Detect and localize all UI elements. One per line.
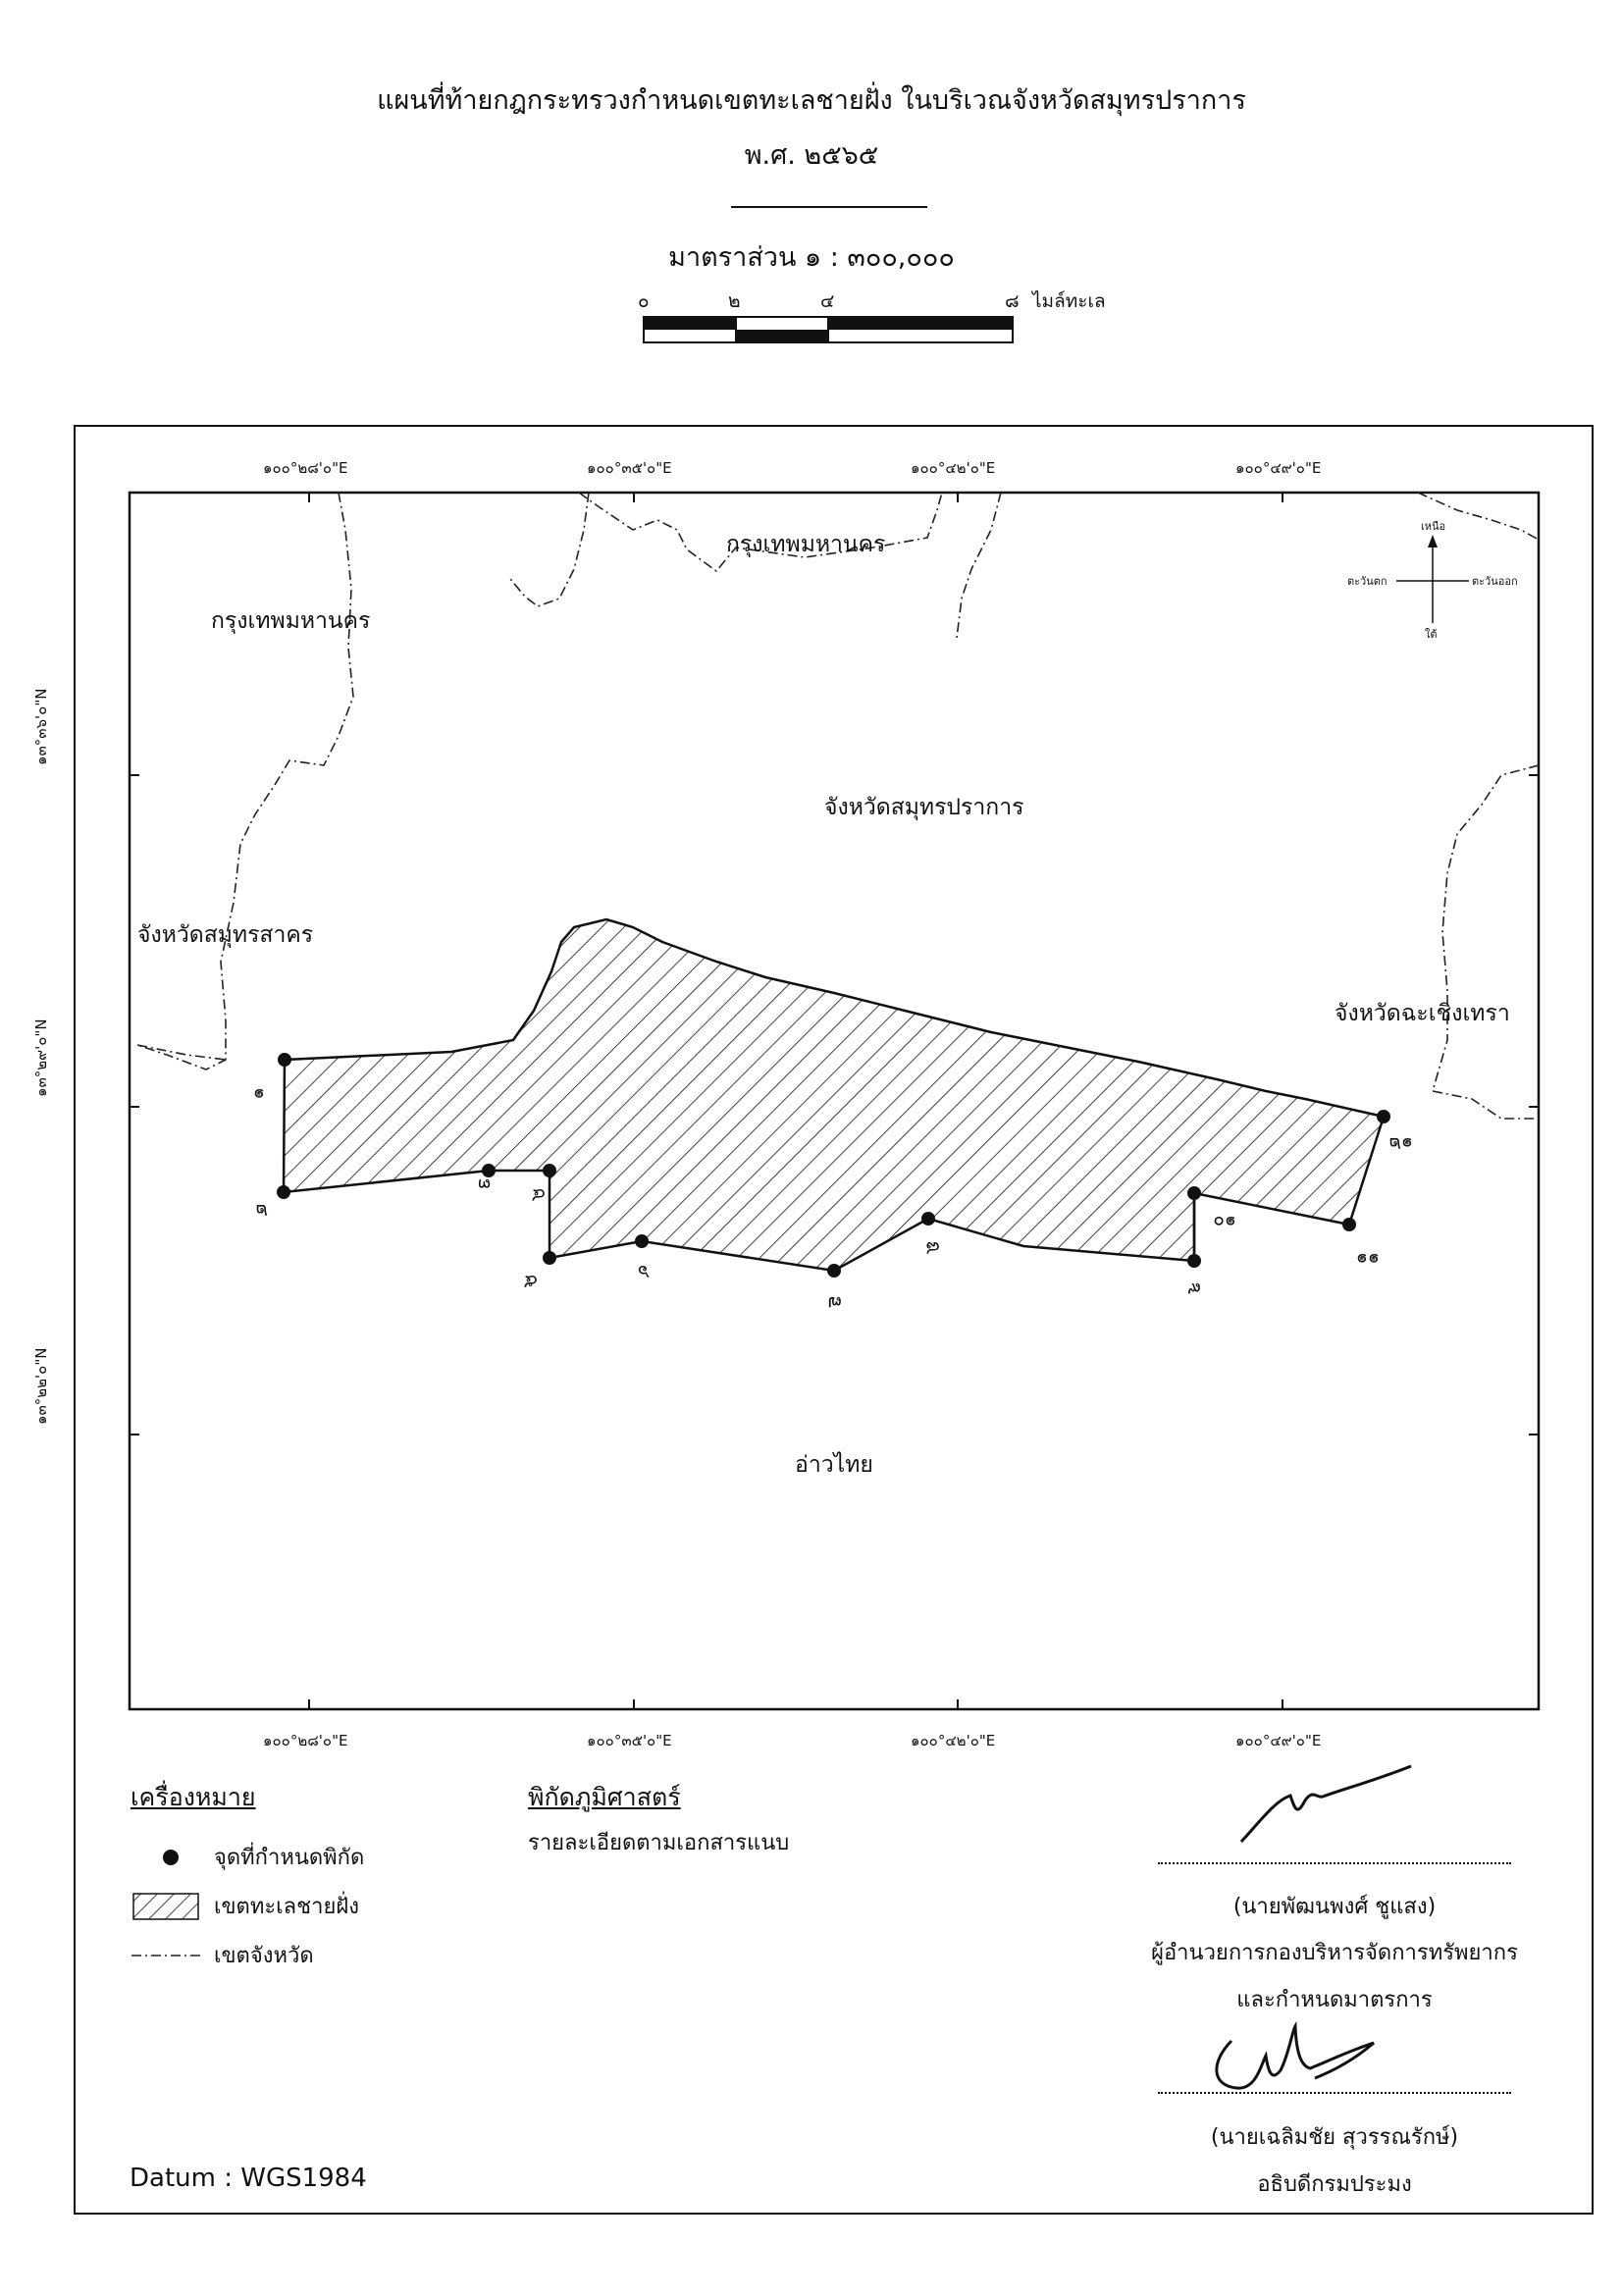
label-bangkok-north: กรุงเทพมหานคร [726, 532, 885, 557]
lon-label-top-2: ๑๐๐°๓๕'๐"E [587, 459, 672, 477]
point-9 [1187, 1254, 1201, 1268]
point-8 [921, 1212, 935, 1226]
point-6 [635, 1234, 649, 1248]
point-3 [482, 1164, 496, 1177]
lon-label-bottom-1: ๑๐๐°๒๘'๐"E [263, 1732, 348, 1749]
legend-item-boundary: เขตจังหวัด [128, 1938, 314, 1972]
lat-label-left-3: ๑๓°๒๒'๐"N [32, 1347, 50, 1425]
lon-label-top-1: ๑๐๐°๒๘'๐"E [263, 459, 348, 477]
point-label-10: ๑๐ [1213, 1212, 1236, 1233]
compass-south: ใต้ [1425, 628, 1438, 641]
signature-2-line [1158, 2092, 1511, 2094]
signature-1-line [1158, 1862, 1511, 1864]
lat-label-left-1: ๑๓°๓๖'๐"N [32, 688, 50, 765]
legend-label-boundary: เขตจังหวัด [214, 1944, 314, 1968]
compass-west: ตะวันตก [1347, 575, 1387, 588]
point-label-1: ๑ [253, 1084, 265, 1106]
legend-label-point: จุดที่กำหนดพิกัด [214, 1846, 365, 1870]
point-label-6: ๖ [638, 1261, 650, 1282]
point-label-2: ๒ [255, 1200, 268, 1222]
signature-1-name: (นายพัฒนพงศ์ ชูแสง) [1232, 1895, 1437, 1919]
scale-bar [643, 316, 1014, 343]
label-samut-sakhon: จังหวัดสมุทรสาคร [137, 922, 313, 948]
signature-2-name: (นายเฉลิมชัย สุวรรณรักษ์) [1210, 2125, 1459, 2150]
map-frame [128, 491, 1541, 1711]
geo-title: พิกัดภูมิศาสตร์ [528, 1783, 681, 1811]
point-label-5: ๕ [524, 1271, 538, 1292]
map-year: พ.ศ. ๒๕๖๕ [744, 140, 879, 171]
point-label-8: ๘ [925, 1237, 940, 1259]
point-labels: ๑ ๒ ๓ ๔ ๕ ๖ ๗ ๘ ๙ ๑๐ ๑๑ ๑๒ [253, 1084, 1413, 1314]
label-samut-prakan: จังหวัดสมุทรปราการ [824, 795, 1024, 820]
legend-hatch-icon [128, 1890, 204, 1923]
point-11 [1342, 1218, 1356, 1231]
legend-item-zone: เขตทะเลชายฝั่ง [128, 1889, 359, 1923]
lon-label-bottom-3: ๑๐๐°๔๒'๐"E [911, 1732, 996, 1749]
title-divider [731, 206, 927, 208]
scalebar-tick-8: ๘ [1005, 290, 1020, 312]
point-label-9: ๙ [1187, 1278, 1201, 1300]
grid-ticks [130, 493, 1539, 1709]
lon-label-bottom-4: ๑๐๐°๔๙'๐"E [1235, 1732, 1322, 1749]
signature-1-position-2: และกำหนดมาตรการ [1236, 1988, 1433, 2012]
datum-label: Datum : WGS1984 [130, 2164, 367, 2193]
scalebar-tick-0: ๐ [638, 290, 650, 312]
place-labels: กรุงเทพมหานคร กรุงเทพมหานคร จังหวัดสมุทร… [137, 532, 1510, 1478]
legend-dashdot-icon [128, 1939, 204, 1972]
label-chachoengsao: จังหวัดฉะเชิงเทรา [1335, 1001, 1510, 1026]
point-label-7: ๗ [828, 1292, 842, 1314]
signature-1-mark [1239, 1764, 1412, 1844]
province-boundaries [136, 492, 1540, 1120]
compass-east: ตะวันออก [1472, 575, 1518, 588]
scalebar-tick-4: ๔ [820, 290, 835, 312]
point-4 [543, 1164, 556, 1177]
point-2 [277, 1185, 290, 1199]
lat-label-left-2: ๑๓°๒๙'๐"N [32, 1018, 50, 1097]
coordinate-points [277, 1053, 1390, 1278]
legend-item-point: จุดที่กำหนดพิกัด [128, 1840, 364, 1874]
label-gulf: อ่าวไทย [795, 1451, 873, 1478]
signature-1-position: ผู้อำนวยการกองบริหารจัดการทรัพยากร [1151, 1941, 1518, 1965]
point-5 [543, 1251, 556, 1265]
point-label-12: ๑๒ [1388, 1133, 1413, 1155]
scalebar-tick-2: ๒ [728, 290, 741, 312]
lon-label-bottom-2: ๑๐๐°๓๕'๐"E [587, 1732, 672, 1749]
point-7 [827, 1264, 841, 1278]
scale-label: มาตราส่วน ๑ : ๓๐๐,๐๐๐ [668, 242, 955, 273]
point-12 [1377, 1110, 1390, 1123]
lon-label-top-4: ๑๐๐°๔๙'๐"E [1235, 459, 1322, 477]
map-canvas: ๑ ๒ ๓ ๔ ๕ ๖ ๗ ๘ ๙ ๑๐ ๑๑ ๑๒ กรุงเทพมหานคร… [128, 491, 1541, 1711]
compass-north: เหนือ [1421, 520, 1445, 533]
map-title: แผนที่ท้ายกฎกระทรวงกำหนดเขตทะเลชายฝั่ง ใ… [377, 85, 1246, 116]
point-label-4: ๔ [532, 1184, 546, 1206]
coastal-sea-zone [282, 917, 1386, 1273]
point-label-11: ๑๑ [1356, 1249, 1380, 1271]
legend-title: เครื่องหมาย [131, 1783, 256, 1811]
compass-icon: เหนือ ใต้ ตะวันออก ตะวันตก [1347, 520, 1518, 641]
point-label-3: ๓ [478, 1174, 491, 1196]
label-bangkok-west: กรุงเทพมหานคร [211, 608, 370, 634]
point-1 [278, 1053, 291, 1067]
legend-label-zone: เขตทะเลชายฝั่ง [214, 1895, 359, 1919]
lon-label-top-3: ๑๐๐°๔๒'๐"E [911, 459, 996, 477]
geo-text: รายละเอียดตามเอกสารแนบ [528, 1831, 790, 1855]
legend-dot-icon [128, 1841, 204, 1874]
signature-2-position: อธิบดีกรมประมง [1257, 2172, 1412, 2197]
scalebar-unit: ไมล์ทะเล [1032, 290, 1106, 312]
signature-2-mark [1215, 2020, 1375, 2090]
map-sheet-frame [74, 425, 1594, 2215]
point-10 [1187, 1186, 1201, 1200]
